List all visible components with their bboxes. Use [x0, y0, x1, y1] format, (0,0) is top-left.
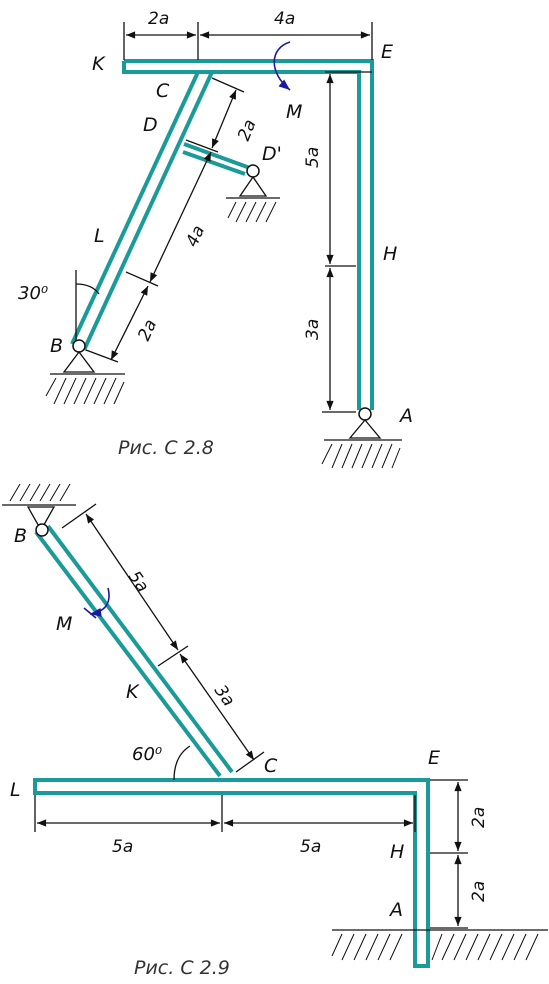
support-a — [348, 418, 382, 439]
dim-text-3a: 3a — [303, 319, 323, 340]
label-k2: K — [126, 681, 140, 703]
label-e: E — [381, 41, 393, 63]
dim-line-dl — [149, 151, 212, 283]
dim-text-bk: 5a — [124, 567, 153, 596]
label-h2: H — [390, 841, 404, 863]
label-m2: M — [56, 613, 72, 635]
dim-text-5a: 5a — [303, 147, 323, 168]
label-d-prime: D' — [262, 143, 282, 165]
dim-text-left5a: 5a — [112, 837, 133, 857]
dim-text-eh: 2a — [469, 807, 489, 828]
moment2-arc — [89, 587, 110, 617]
label-c: C — [156, 80, 170, 102]
label-l2: L — [10, 779, 21, 801]
angle-arc-30 — [75, 283, 100, 295]
label-d: D — [143, 114, 158, 136]
dim-text-kc: 3a — [210, 681, 239, 710]
hatch-a — [321, 443, 401, 469]
label-b: B — [50, 335, 63, 357]
beam-bc-right — [82, 71, 214, 351]
label-l: L — [94, 225, 105, 247]
support-b2 — [26, 506, 56, 532]
caption-c2-8: Рис. С 2.8 — [118, 437, 214, 459]
label-h: H — [383, 243, 397, 265]
label-a2: A — [388, 899, 403, 921]
dim-text-ha: 2a — [469, 881, 489, 902]
label-k: K — [92, 53, 106, 75]
beam-bc2-right — [46, 524, 234, 774]
beam-ke-bottom — [122, 61, 361, 410]
pin-b2 — [35, 523, 49, 537]
dim-text-4a-top: 4a — [274, 9, 295, 29]
beam-ke-top — [124, 59, 374, 410]
beam-bc-left — [70, 71, 200, 345]
hatch-top — [9, 483, 71, 502]
hatch-b — [45, 377, 125, 405]
dim-text-2a-top: 2a — [148, 9, 169, 29]
label-m: M — [286, 101, 302, 123]
dim-line-lb — [110, 285, 149, 361]
dim-text-lb: 2a — [134, 317, 161, 345]
support-b — [62, 350, 96, 373]
caption-c2-9: Рис. С 2.9 — [134, 957, 230, 979]
dim-text-cd: 2a — [234, 117, 260, 144]
label-a: A — [398, 405, 413, 427]
moment-arc — [273, 41, 291, 91]
label-b2: B — [14, 525, 27, 547]
dim-line-kc — [179, 653, 255, 761]
beam-bc2-left — [34, 530, 222, 778]
angle-label-60: 60⁰ — [132, 744, 162, 765]
figure-c2-8: K E C D D' L B H A M 30⁰ 2a 4a 5a 3a 2a … — [18, 9, 413, 469]
label-c2: C — [264, 755, 278, 777]
hatch-bottom — [331, 933, 539, 961]
dim-line-bk — [85, 513, 179, 651]
figure-c2-9: B M K C L E H A 60⁰ 5a 3a 5a 5a 2a 2a Ри… — [2, 483, 548, 979]
dim-text-dl: 4a — [182, 223, 209, 251]
pin-a — [358, 407, 372, 421]
dim-line-cd — [211, 89, 237, 149]
beam-le-top — [33, 778, 430, 968]
support-d-prime — [238, 175, 268, 197]
angle-arc-60 — [173, 745, 191, 781]
hatch-d-prime — [227, 201, 277, 223]
pin-b — [72, 339, 86, 353]
pin-d-prime — [246, 164, 260, 178]
angle-label-30: 30⁰ — [18, 283, 48, 304]
strut-dd — [183, 142, 251, 170]
dim-text-right5a: 5a — [300, 837, 321, 857]
label-e2: E — [428, 747, 440, 769]
